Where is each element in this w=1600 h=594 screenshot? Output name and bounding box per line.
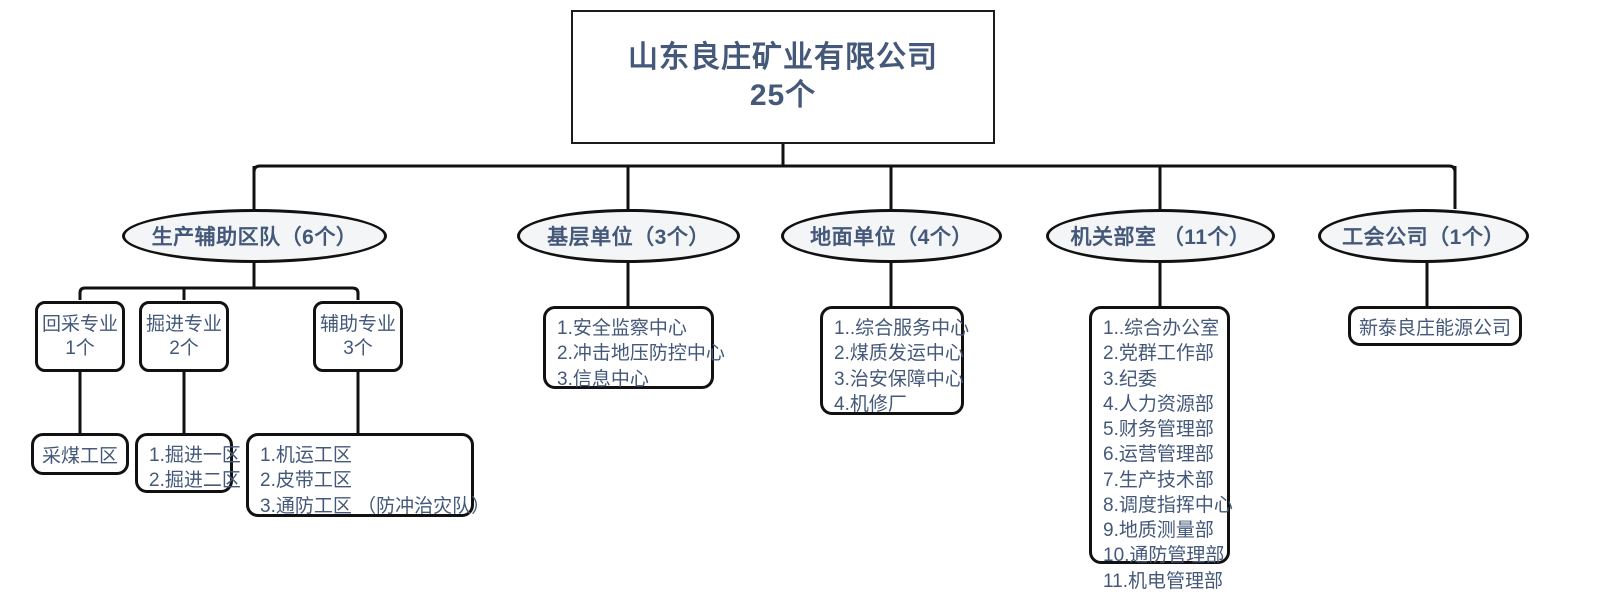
list-item: 2.冲击地压防控中心 [557, 343, 725, 365]
subgroup-node-excavation-specialty[interactable]: 掘进专业 2个 [139, 301, 229, 372]
root-title-line1: 山东良庄矿业有限公司 [628, 40, 938, 74]
list-item: 4.人力资源部 [1103, 393, 1214, 415]
branch-label: 工会公司（1个） [1342, 226, 1505, 249]
leaf-node-surface-list[interactable]: 1..综合服务中心 2.煤质发运中心 3.治安保障中心 4.机修厂 [820, 306, 970, 415]
list-item: 1..综合服务中心 [834, 318, 970, 339]
subgroup-label-line1: 回采专业 [41, 313, 118, 335]
list-item: 2.煤质发运中心 [834, 343, 964, 365]
root-node[interactable]: 山东良庄矿业有限公司 25个 [571, 10, 995, 144]
list-item: 2.皮带工区 [260, 470, 352, 492]
list-item: 2.掘进二区 [149, 470, 241, 492]
subgroup-label-line2: 2个 [169, 337, 199, 359]
list-item: 10.通防管理部 [1103, 545, 1225, 567]
branch-node-surface-units[interactable]: 地面单位（4个） [781, 209, 1002, 263]
leaf-node-auxiliary-districts[interactable]: 1.机运工区 2.皮带工区 3.通防工区 （防冲治灾队） [246, 433, 491, 517]
list-item: 1..综合办公室 [1103, 318, 1220, 339]
list-item: 9.地质测量部 [1103, 520, 1214, 542]
leaf-item: 采煤工区 [41, 445, 118, 467]
subgroup-node-recovery-specialty[interactable]: 回采专业 1个 [35, 301, 125, 372]
leaf-node-administrative-list[interactable]: 1..综合办公室 2.党群工作部 3.纪委 4.人力资源部 5.财务管理部 6.… [1089, 306, 1233, 592]
list-item: 6.运营管理部 [1103, 444, 1214, 466]
list-item: 2.党群工作部 [1103, 343, 1214, 365]
branch-label: 基层单位（3个） [547, 226, 710, 249]
leaf-node-union-list[interactable]: 新泰良庄能源公司 [1348, 306, 1522, 346]
list-item: 3.纪委 [1103, 368, 1157, 390]
leaf-node-grassroots-list[interactable]: 1.安全监察中心 2.冲击地压防控中心 3.信息中心 [543, 306, 725, 390]
subgroup-label-line2: 3个 [343, 337, 373, 359]
list-item: 4.机修厂 [834, 393, 907, 415]
list-item: 8.调度指挥中心 [1103, 494, 1233, 516]
list-item: 7.生产技术部 [1103, 469, 1214, 491]
branch-node-administrative-departments[interactable]: 机关部室 （11个） [1046, 209, 1275, 263]
branch-node-union-company[interactable]: 工会公司（1个） [1318, 209, 1529, 263]
subgroup-label-line1: 辅助专业 [319, 313, 396, 335]
branch-label: 生产辅助区队（6个） [151, 226, 358, 249]
list-item: 3.治安保障中心 [834, 368, 964, 390]
list-item: 3.通防工区 （防冲治灾队） [260, 495, 491, 517]
root-title-line2: 25个 [749, 79, 817, 112]
list-item: 5.财务管理部 [1103, 419, 1214, 441]
list-item: 11.机电管理部 [1103, 570, 1224, 592]
branch-node-production-support[interactable]: 生产辅助区队（6个） [122, 209, 387, 263]
list-item: 3.信息中心 [557, 368, 649, 390]
list-item: 1.安全监察中心 [557, 318, 687, 339]
subgroup-label-line2: 1个 [65, 337, 95, 359]
list-item: 1.机运工区 [260, 445, 352, 466]
leaf-node-excavation-districts[interactable]: 1.掘进一区 2.掘进二区 [135, 433, 241, 493]
subgroup-label-line1: 掘进专业 [145, 313, 222, 335]
branch-label: 机关部室 （11个） [1070, 226, 1251, 249]
branch-node-grassroots-units[interactable]: 基层单位（3个） [517, 209, 740, 263]
list-item: 1.掘进一区 [149, 445, 241, 466]
branch-label: 地面单位（4个） [810, 226, 973, 249]
leaf-node-coal-mining-district[interactable]: 采煤工区 [31, 433, 129, 475]
leaf-item: 新泰良庄能源公司 [1358, 317, 1511, 339]
subgroup-node-auxiliary-specialty[interactable]: 辅助专业 3个 [313, 301, 403, 372]
